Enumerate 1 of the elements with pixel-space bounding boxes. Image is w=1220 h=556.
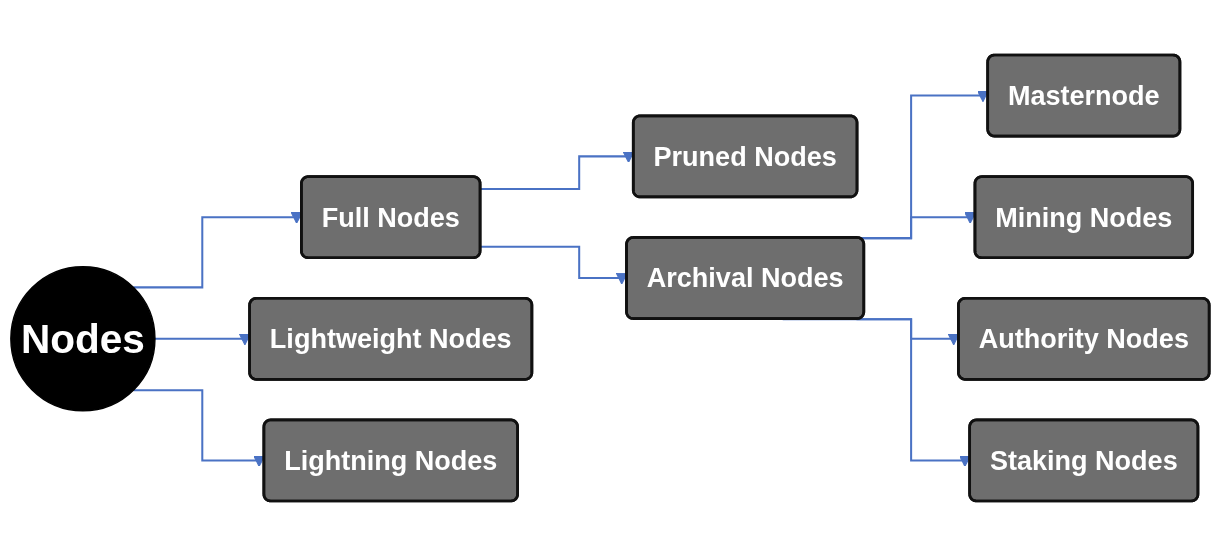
node-circle: Nodes (10, 266, 156, 412)
